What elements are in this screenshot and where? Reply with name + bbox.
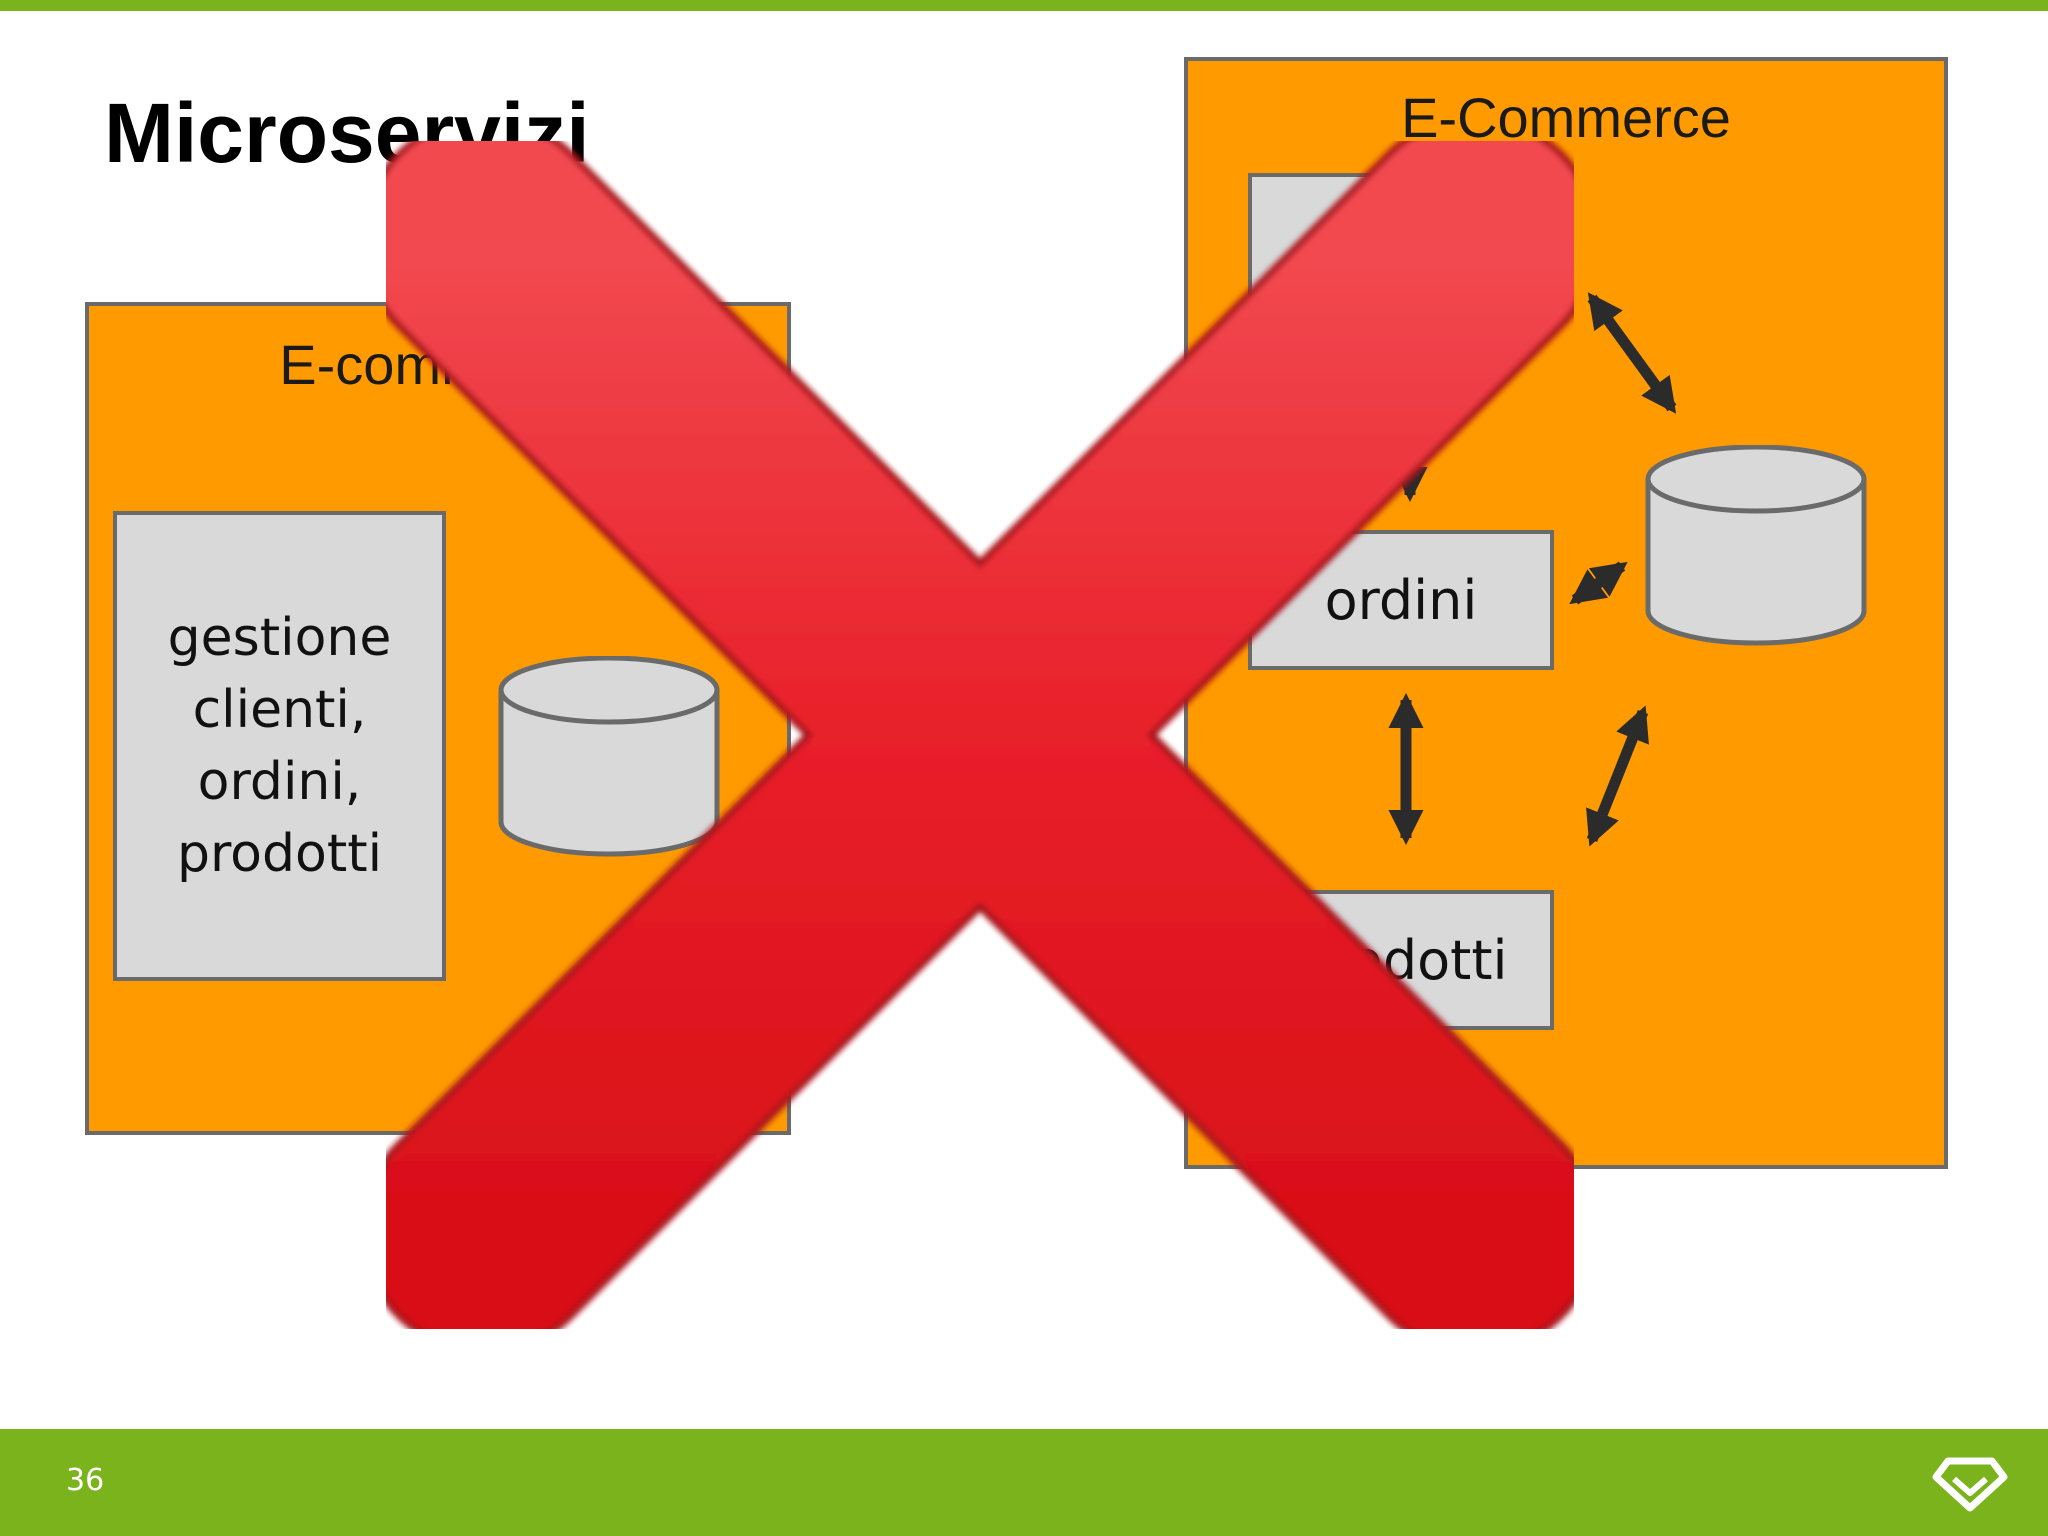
double-arrow-icon bbox=[1569, 561, 1628, 605]
double-arrow-icon bbox=[1586, 705, 1649, 847]
database-icon bbox=[498, 656, 720, 857]
page-number: 36 bbox=[66, 1463, 105, 1498]
service-label-ordini: ordini bbox=[1324, 568, 1478, 632]
database-icon bbox=[1645, 445, 1867, 646]
top-accent-bar bbox=[0, 0, 2048, 11]
double-arrow-icon bbox=[1587, 292, 1677, 414]
diamond-logo-icon bbox=[1932, 1457, 2008, 1512]
monolith-service-box: gestione clienti, ordini, prodotti bbox=[113, 511, 446, 981]
monolith-service-label: gestione clienti, ordini, prodotti bbox=[167, 608, 392, 884]
bottom-accent-bar bbox=[0, 1429, 2048, 1536]
